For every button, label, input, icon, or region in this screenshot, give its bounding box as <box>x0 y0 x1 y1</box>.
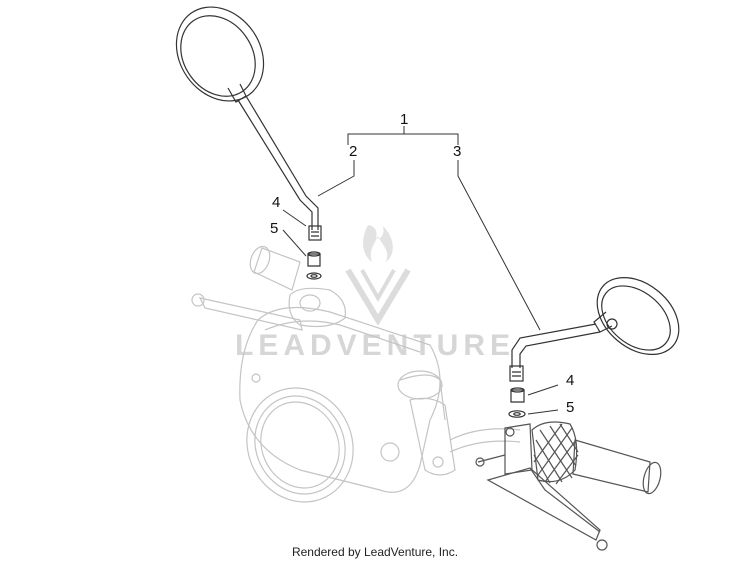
callout-5-right: 5 <box>566 399 574 416</box>
callout-5-left: 5 <box>270 220 278 237</box>
watermark-logo <box>345 225 411 326</box>
right-mirror <box>509 276 680 382</box>
left-mirror <box>175 6 322 241</box>
callouts: 1 2 3 4 5 4 5 <box>270 111 574 416</box>
callout-4-right: 4 <box>566 372 574 389</box>
leader-lines <box>282 126 559 415</box>
callout-2: 2 <box>349 143 357 160</box>
left-nut-washer <box>306 251 322 280</box>
right-handlebar-controls <box>475 421 662 551</box>
callout-1: 1 <box>400 111 408 128</box>
rendered-by-footer: Rendered by LeadVenture, Inc. <box>291 545 459 559</box>
watermark-text: LEADVENTURE <box>235 329 515 362</box>
callout-4-left: 4 <box>272 194 280 211</box>
watermark: LEADVENTURE <box>235 225 515 362</box>
handlebar-ghost <box>191 245 521 503</box>
right-nut-washer <box>508 387 526 418</box>
callout-3: 3 <box>453 143 461 160</box>
